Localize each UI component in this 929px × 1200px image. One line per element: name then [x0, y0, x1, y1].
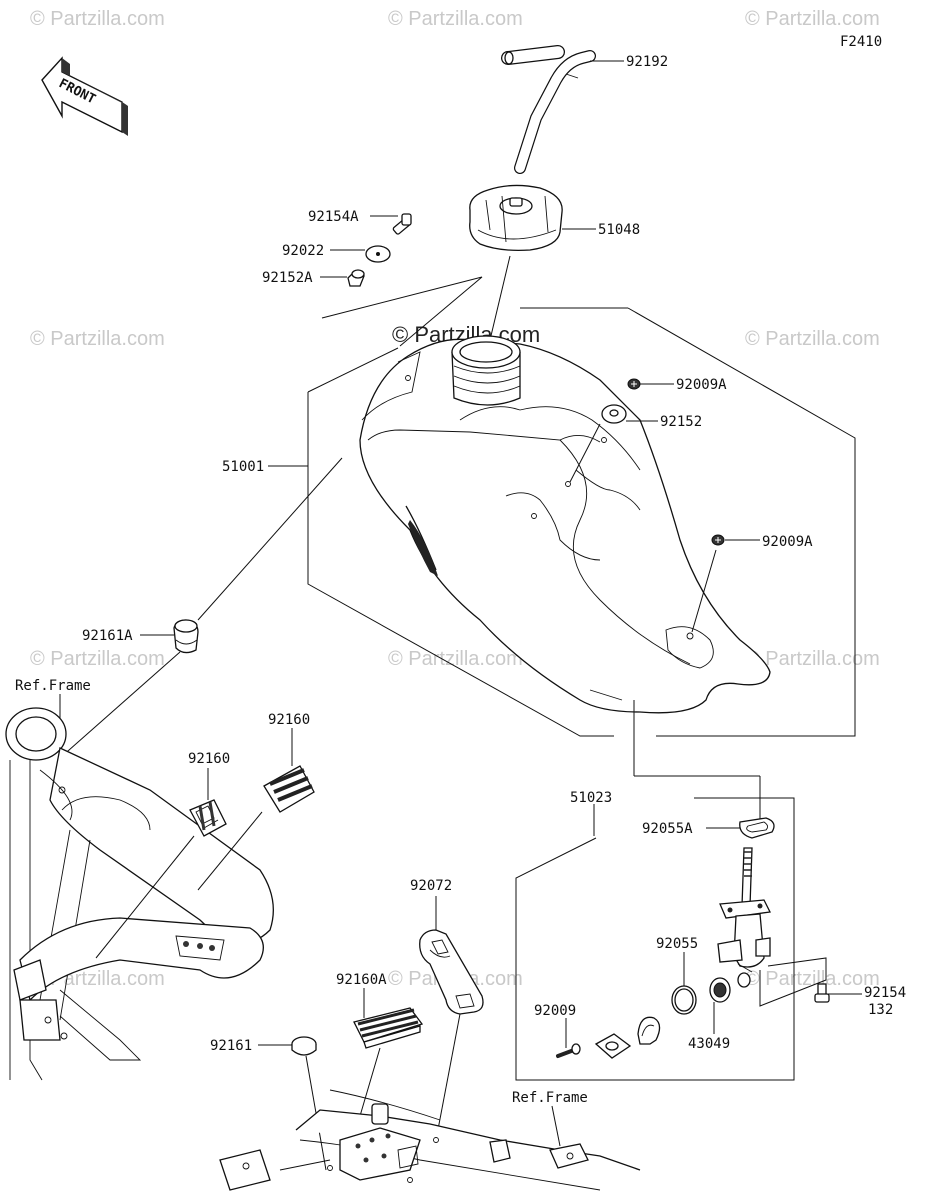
gasket-92055A — [739, 817, 775, 839]
part-label-51001: 51001 — [222, 459, 264, 475]
part-label-92154: 92154 — [864, 985, 906, 1001]
frame-left — [5, 707, 274, 1081]
plate-screw-92009 — [556, 1033, 632, 1059]
part-label-92160-left: 92160 — [188, 751, 230, 767]
part-label-43049: 43049 — [688, 1036, 730, 1052]
part-label-92152A: 92152A — [262, 270, 313, 286]
part-label-92009: 92009 — [534, 1003, 576, 1019]
pad-92160A — [353, 1007, 424, 1049]
ref-frame-label-lower: Ref.Frame — [512, 1090, 588, 1106]
strap-92072 — [419, 929, 484, 1015]
spring-clip — [637, 1016, 661, 1045]
part-label-92161: 92161 — [210, 1038, 252, 1054]
part-label-92154A: 92154A — [308, 209, 359, 225]
part-label-92055A: 92055A — [642, 821, 693, 837]
watermark: © Partzilla.com — [30, 328, 165, 350]
screw-92009A-upper — [627, 378, 641, 390]
part-label-92022: 92022 — [282, 243, 324, 259]
ref-frame-label-upper: Ref.Frame — [15, 678, 91, 694]
watermark: © Partzilla.com — [388, 648, 523, 670]
watermark: © Partzilla.com — [30, 8, 165, 30]
part-label-51023: 51023 — [570, 790, 612, 806]
bolt-92154A — [392, 213, 412, 235]
bolt-92154 — [814, 983, 830, 1003]
part-label-92161A: 92161A — [82, 628, 133, 644]
grommet-92161 — [291, 1036, 317, 1056]
breather-hose — [501, 45, 596, 174]
frame-rear — [219, 1089, 641, 1191]
watermark: © Partzilla.com — [388, 8, 523, 30]
watermark: © Partzilla.com — [745, 648, 880, 670]
watermark: © Partzilla.com — [30, 648, 165, 670]
screw-92009A-lower — [711, 534, 725, 546]
part-label-92009A-lower: 92009A — [762, 534, 813, 550]
grommet-92161A — [173, 619, 199, 654]
fuel-tank — [359, 335, 771, 714]
watermark: © Partzilla.com — [745, 968, 880, 990]
watermark: © Partzilla.com — [745, 8, 880, 30]
part-label-92152: 92152 — [660, 414, 702, 430]
fuel-cock — [717, 847, 771, 988]
damper-92152 — [601, 404, 627, 424]
part-label-92160A: 92160A — [336, 972, 387, 988]
front-arrow-icon: FRONT — [41, 56, 128, 136]
part-label-92055: 92055 — [656, 936, 698, 952]
oring-92055 — [671, 985, 697, 1015]
part-label-92192: 92192 — [626, 54, 668, 70]
collar-92022 — [365, 245, 391, 263]
part-label-92160-right: 92160 — [268, 712, 310, 728]
pad-92160-large — [263, 765, 315, 813]
pad-92160-small — [189, 799, 227, 837]
fuel-cap — [469, 184, 563, 252]
watermark: © Partzilla.com — [745, 328, 880, 350]
part-label-132: 132 — [868, 1002, 893, 1018]
part-label-92009A-upper: 92009A — [676, 377, 727, 393]
figure-code: F2410 — [840, 34, 882, 50]
lever-43049 — [709, 977, 731, 1003]
damper-92152A — [347, 269, 365, 287]
part-label-51048: 51048 — [598, 222, 640, 238]
part-label-92072: 92072 — [410, 878, 452, 894]
